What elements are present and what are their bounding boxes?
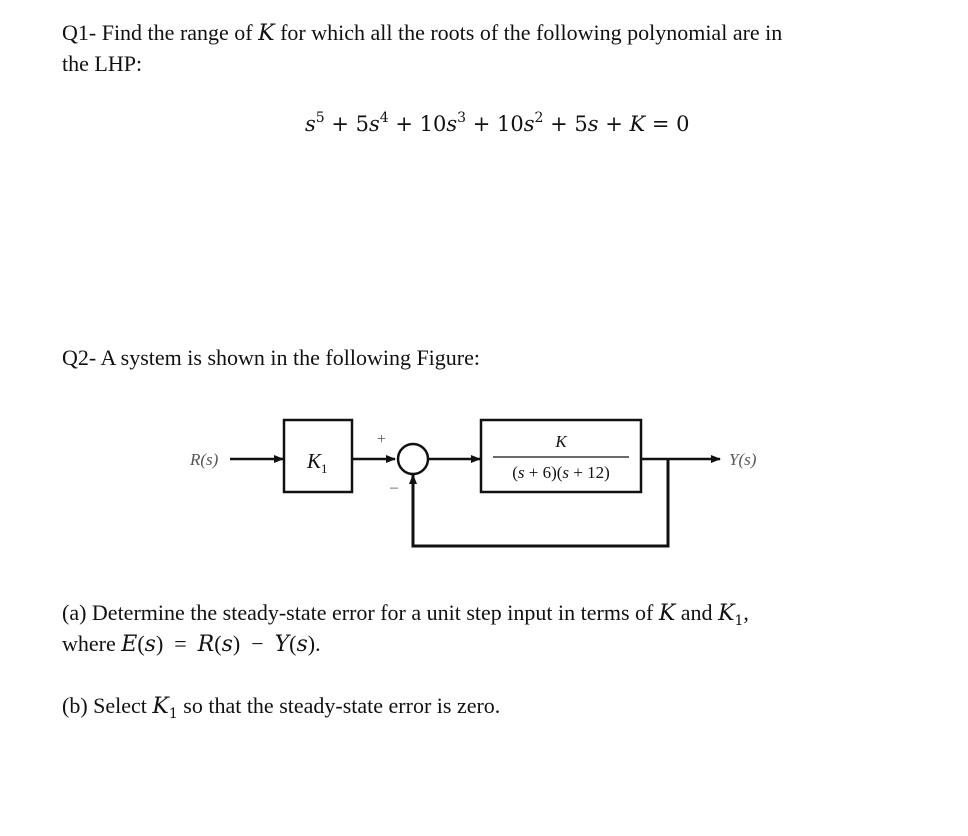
feedback-path — [409, 459, 670, 548]
q1-line-1: Q1- Find the range of K for which all th… — [62, 18, 782, 49]
plant-denominator: (s + 6)(s + 12) — [512, 463, 610, 482]
plant-block — [479, 418, 643, 494]
sum-minus-sign: – — [389, 479, 399, 496]
q1-text-b: for which all the roots of the following… — [274, 20, 783, 45]
input-label-rs: R(s) — [189, 450, 219, 469]
q1-k-symbol: K — [258, 21, 275, 46]
part-a-line-1: (a) Determine the steady-state error for… — [62, 598, 749, 636]
part-a-k: K — [658, 601, 676, 626]
gain-block-k1 — [282, 418, 354, 494]
part-b-line: (b) Select K1 so that the steady-state e… — [62, 693, 501, 722]
part-a-comma: , — [743, 600, 749, 625]
part-a-text-a: (a) Determine the steady-state error for… — [62, 600, 659, 625]
q1-equation: s5 + 5s4 + 10s3 + 10s2 + 5s + K = 0 — [305, 110, 690, 136]
plant-numerator-k: K — [554, 432, 568, 451]
summing-junction — [396, 442, 430, 476]
sum-plus-sign: + — [377, 431, 386, 448]
output-label-ys: Y(s) — [729, 450, 757, 469]
q1-text-a: Q1- Find the range of — [62, 20, 259, 45]
part-a-text-b: and — [675, 600, 719, 625]
part-a-line-2: where E(s) = R(s) − Y(s). — [62, 631, 321, 657]
part-a-k1: K1 — [718, 601, 744, 629]
q1-line-2: the LHP: — [62, 51, 143, 76]
q2-intro: Q2- A system is shown in the following F… — [62, 345, 480, 370]
